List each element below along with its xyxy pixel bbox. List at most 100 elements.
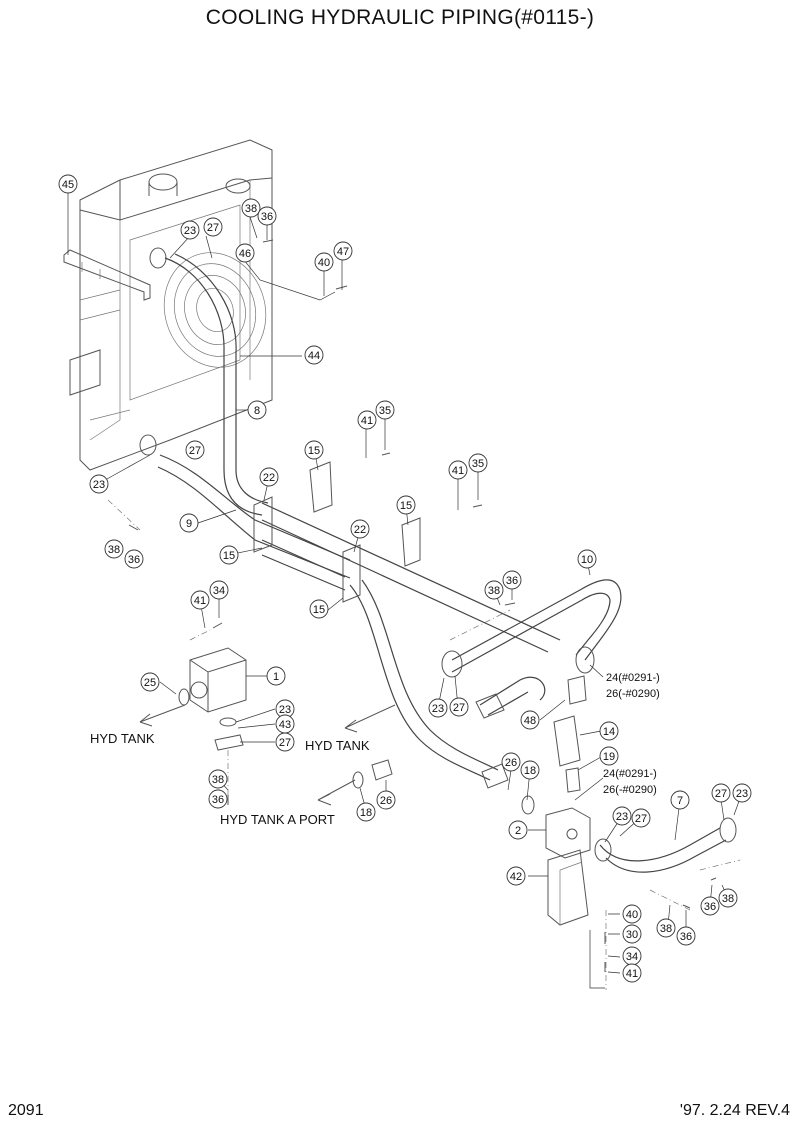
revision-date: '97. 2.24 REV.4 [679,1102,790,1119]
callout-label: 41 [361,415,373,427]
callout-label: 41 [626,968,638,980]
part-callout: 40 [622,904,642,924]
callout-label: 36 [506,575,518,587]
valve-14 [553,675,587,793]
part-callout: 36 [257,206,277,226]
part-callout: 8 [247,400,267,420]
callout-circle [304,345,324,365]
callout-label: 43 [279,719,291,731]
callout-circle [449,697,469,717]
callout-circle [309,599,329,619]
part-callout: 41 [357,410,377,430]
clamp-22 [253,496,361,603]
callout-circle [700,896,720,916]
callout-label: 24(#0291-) [606,672,660,684]
part-callout: 27 [185,440,205,460]
part-callout: 36 [124,549,144,569]
callout-label: 23 [736,788,748,800]
callout-circle [333,241,353,261]
part-callout: 22 [259,467,279,487]
callout-circle [259,467,279,487]
callout-label: 47 [337,246,349,258]
part-callout: 45 [58,174,78,194]
callout-circle [140,672,160,692]
callout-label: 35 [379,405,391,417]
callout-label: 48 [524,715,536,727]
pipe-7 [594,817,737,873]
bracket-45 [63,249,151,301]
callout-circle [622,963,642,983]
callout-label: 9 [186,518,192,530]
callout-circle [209,580,229,600]
part-callout: 38 [656,918,676,938]
part-callout: 27 [203,217,223,237]
part-callout: 27 [449,697,469,717]
callout-circle [208,769,228,789]
callout-label: 41 [194,595,206,607]
callout-label: 41 [452,465,464,477]
part-callout: 26 [501,752,521,772]
part-callout: 15 [219,545,239,565]
callout-label: 38 [108,544,120,556]
callout-circle [732,783,752,803]
callout-label: 23 [616,811,628,823]
callout-circle [89,474,109,494]
callout-label: 34 [213,585,225,597]
callout-label: 36 [128,554,140,566]
callout-label: 36 [680,931,692,943]
part-callout: 23 [180,220,200,240]
callout-label: 15 [400,500,412,512]
alignment-lines [107,499,741,990]
callout-circle [58,174,78,194]
callout-label: 38 [488,585,500,597]
part-callout: 26 [376,790,396,810]
part-callout: 42 [506,866,526,886]
part-callout: 27 [711,783,731,803]
callout-circle [622,904,642,924]
part-callout: 22 [350,519,370,539]
callout-circle [219,545,239,565]
tube-pair [261,502,561,653]
part-callout: 23 [732,783,752,803]
callout-circle [520,710,540,730]
part-callout: 41 [622,963,642,983]
part-callout: 48 [520,710,540,730]
hose-lower [349,579,546,781]
callout-circle [501,752,521,772]
callout-label: 18 [360,807,372,819]
callout-circle [375,400,395,420]
callout-circle [520,760,540,780]
bolt-hardware [128,239,717,972]
callout-label: 27 [635,813,647,825]
callout-label: 26(-#0290) [603,784,657,796]
part-callout: 44 [304,345,324,365]
fitting-26 [352,646,595,789]
part-callout: 15 [309,599,329,619]
callout-circle [599,721,619,741]
part-callout: 26(-#0290) [603,784,657,796]
callout-circle [257,206,277,226]
callout-circle [376,790,396,810]
callout-label: 38 [212,774,224,786]
callout-label: 25 [144,677,156,689]
callout-circle [676,926,696,946]
callout-label: 23 [279,704,291,716]
callout-circle [711,783,731,803]
clamp-15 [309,461,421,567]
part-callout: 2 [508,820,528,840]
callout-label: 36 [212,794,224,806]
part-callout: 38 [104,539,124,559]
callout-label: 23 [93,479,105,491]
callout-label: 1 [273,671,279,683]
callout-circle [235,243,255,263]
callout-circle [656,918,676,938]
callout-label: 15 [308,445,320,457]
callout-label: 40 [318,257,330,269]
callout-circle [357,410,377,430]
callout-label: 22 [354,524,366,536]
part-callout: 9 [179,513,199,533]
callout-circle [718,888,738,908]
callout-circle [304,440,324,460]
callout-circle [124,549,144,569]
